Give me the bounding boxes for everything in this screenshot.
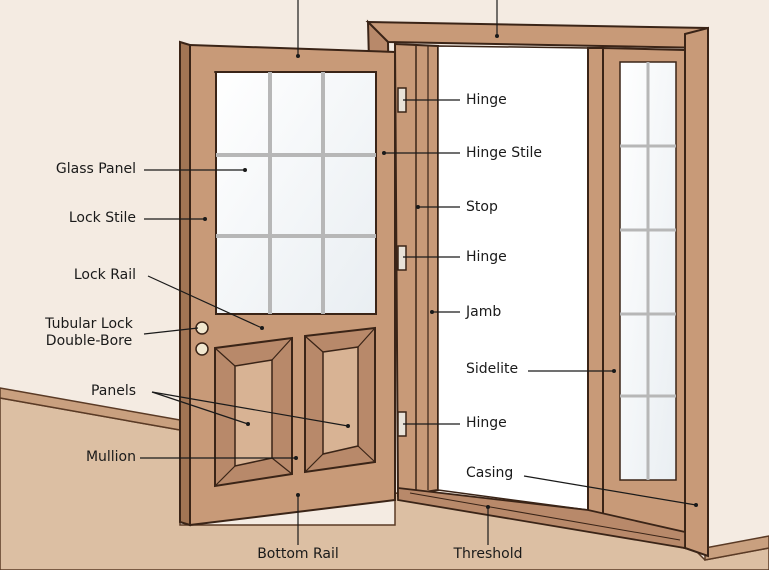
label-threshold: Threshold xyxy=(432,546,544,563)
label-hinge-middle: Hinge xyxy=(466,249,507,266)
label-sidelite: Sidelite xyxy=(466,361,518,378)
label-stop: Stop xyxy=(466,199,498,216)
door-slab xyxy=(180,42,395,525)
label-lock-stile: Lock Stile xyxy=(20,210,136,227)
label-casing: Casing xyxy=(466,465,513,482)
label-jamb: Jamb xyxy=(466,304,501,321)
label-bottom-rail: Bottom Rail xyxy=(238,546,358,563)
label-hinge-stile: Hinge Stile xyxy=(466,145,542,162)
label-tubular-lock: Tubular Lock xyxy=(34,316,144,333)
label-mullion: Mullion xyxy=(20,449,136,466)
label-hinge-bottom: Hinge xyxy=(466,415,507,432)
label-lock-rail: Lock Rail xyxy=(20,267,136,284)
label-panels: Panels xyxy=(20,383,136,400)
label-glass-panel: Glass Panel xyxy=(20,161,136,178)
label-hinge-top: Hinge xyxy=(466,92,507,109)
label-double-bore: Double-Bore xyxy=(34,333,144,350)
lock-bore-lower xyxy=(196,343,208,355)
door-frame xyxy=(368,22,708,556)
